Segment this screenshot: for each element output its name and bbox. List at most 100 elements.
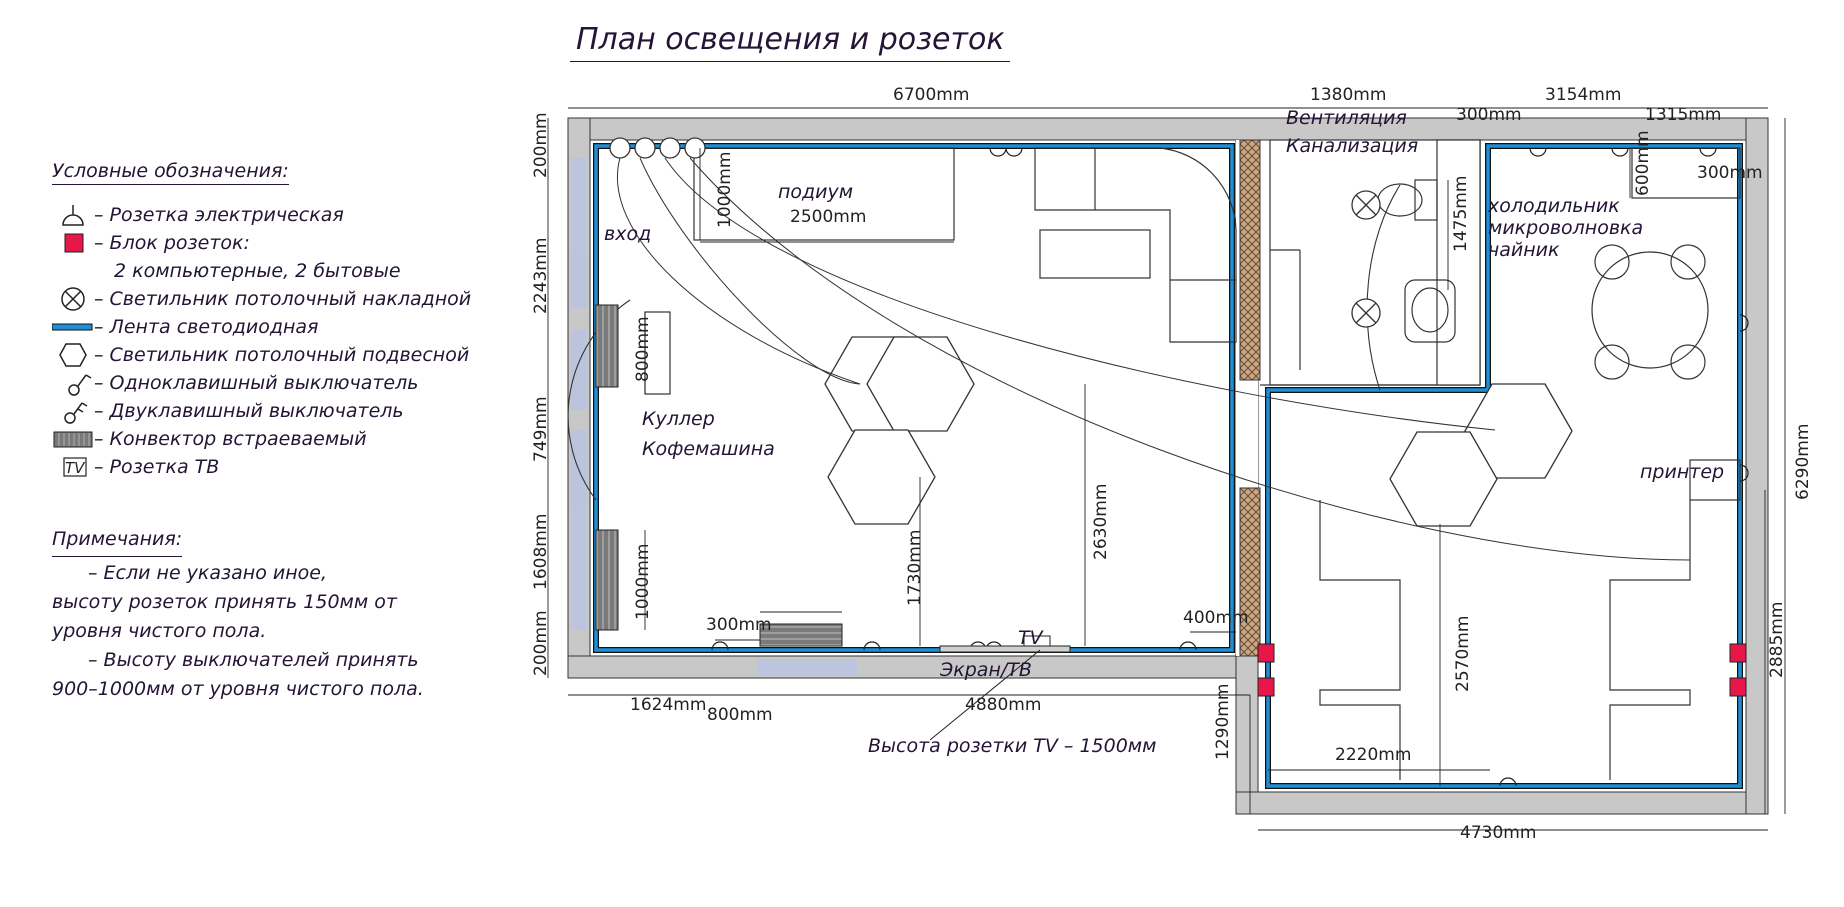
led-strip-icon bbox=[52, 323, 93, 331]
wall-top bbox=[567, 117, 1769, 141]
dimension-lines bbox=[547, 107, 1786, 831]
dim-label: 2570mm bbox=[1453, 616, 1473, 692]
legend-label: – Одноклавишный выключатель bbox=[94, 372, 419, 394]
legend-item-outlet-block-detail: 2 компьютерные, 2 бытовые bbox=[114, 260, 401, 282]
dimension-labels: 6700mm 1380mm 3154mm 300mm 1315mm 300mm … bbox=[531, 85, 1813, 843]
outlet-block-icon bbox=[64, 233, 84, 253]
convector-icon bbox=[53, 431, 93, 448]
window bbox=[571, 158, 587, 308]
dim-label: 1315mm bbox=[1645, 105, 1721, 125]
room-labels: подиум вход Куллер Кофемашина Вентиляция… bbox=[604, 107, 1724, 757]
legend-item-pendant-light: – Светильник потолочный подвесной bbox=[52, 341, 472, 369]
tv-outlet-icon: TV bbox=[63, 457, 87, 477]
legend-label: – Двуклавишный выключатель bbox=[94, 400, 404, 422]
screen bbox=[939, 645, 1071, 653]
note-line: высоту розеток принять 150мм от bbox=[52, 591, 397, 613]
notes-title: Примечания: bbox=[52, 525, 183, 557]
desk bbox=[1609, 500, 1691, 780]
notes: Примечания: – Если не указано иное, высо… bbox=[52, 525, 472, 704]
legend: Условные обозначения: – Розетка электрич… bbox=[52, 160, 472, 481]
legend-label: – Лента светодиодная bbox=[94, 316, 319, 338]
convector bbox=[759, 623, 843, 647]
label-kettle: чайник bbox=[1488, 239, 1560, 261]
pendant-lights bbox=[824, 336, 1573, 527]
dim-label: 4730mm bbox=[1460, 823, 1536, 843]
label-cooler: Куллер bbox=[642, 408, 715, 430]
label-sewer: Канализация bbox=[1286, 135, 1418, 157]
dim-label: 2630mm bbox=[1091, 484, 1111, 560]
window bbox=[757, 659, 857, 675]
dim-label: 300mm bbox=[706, 615, 772, 635]
dim-label: 6290mm bbox=[1793, 424, 1813, 500]
dim-label: 1000mm bbox=[633, 544, 653, 620]
dim-label: 749mm bbox=[531, 396, 551, 462]
legend-label: – Розетка электрическая bbox=[94, 204, 344, 226]
legend-item-led: – Лента светодиодная bbox=[52, 313, 472, 341]
note-line: 900–1000мм от уровня чистого пола. bbox=[52, 678, 424, 700]
dim-label: 200mm bbox=[531, 112, 551, 178]
dining-table bbox=[1591, 244, 1709, 380]
note-line: – Высоту выключателей принять bbox=[88, 649, 419, 671]
dim-label: 6700mm bbox=[893, 85, 969, 105]
dim-label: 1290mm bbox=[1213, 684, 1233, 760]
furniture bbox=[644, 147, 1741, 780]
legend-label: – Светильник потолочный накладной bbox=[94, 288, 472, 310]
label-tv-height: Высота розетки ТV – 1500мм bbox=[868, 735, 1156, 757]
ceiling-light-surface-icon bbox=[1351, 190, 1381, 220]
convector bbox=[595, 304, 619, 388]
outlet-block-icon bbox=[1257, 677, 1275, 697]
coffee-table bbox=[1039, 229, 1151, 279]
label-printer: принтер bbox=[1640, 461, 1724, 483]
dim-label: 2243mm bbox=[531, 238, 551, 314]
electrical-outlet-icon bbox=[62, 205, 84, 226]
ceiling-light-surface-icon bbox=[61, 287, 85, 311]
sink bbox=[1404, 279, 1456, 343]
window bbox=[571, 330, 587, 410]
legend-item-outlet: – Розетка электрическая bbox=[52, 201, 472, 229]
pendant-light bbox=[827, 429, 936, 525]
label-entrance: вход bbox=[604, 223, 651, 245]
dim-label: 4880mm bbox=[965, 695, 1041, 715]
label-fridge: холодильник bbox=[1487, 195, 1620, 217]
legend-item-outlet-block: – Блок розеток: bbox=[52, 229, 472, 257]
outlet-block-icon bbox=[1257, 643, 1275, 663]
printer-desk bbox=[1689, 459, 1741, 501]
sofa bbox=[1034, 147, 1237, 343]
ceiling-light-surface-icon bbox=[1351, 298, 1381, 328]
page-title: План освещения и розеток bbox=[570, 22, 1011, 62]
wall-step bbox=[1235, 655, 1259, 815]
wall-bottom-right bbox=[1235, 791, 1769, 815]
wiring bbox=[617, 157, 1691, 561]
outlet-blocks bbox=[1257, 643, 1747, 697]
svg-text:TV: TV bbox=[65, 459, 86, 477]
surface-lights bbox=[609, 137, 1381, 328]
convector bbox=[595, 529, 619, 631]
window bbox=[571, 430, 587, 630]
dim-label: 800mm bbox=[633, 316, 653, 382]
legend-label: – Блок розеток: bbox=[94, 232, 250, 254]
bathroom-walls bbox=[1260, 139, 1481, 386]
kitchen-counter bbox=[1631, 147, 1741, 199]
dim-label: 200mm bbox=[531, 610, 551, 676]
label-ventilation: Вентиляция bbox=[1286, 107, 1407, 129]
single-switch-icon bbox=[68, 374, 92, 396]
dim-label: 2885mm bbox=[1767, 602, 1787, 678]
label-tv: ТV bbox=[1018, 627, 1045, 649]
legend-label: – Розетка ТВ bbox=[94, 456, 220, 478]
legend-title: Условные обозначения: bbox=[52, 160, 289, 185]
dim-label: 1730mm bbox=[905, 530, 925, 606]
ceiling-light-pendant-icon bbox=[59, 343, 87, 367]
label-screen-tv: Экран/ТВ bbox=[939, 659, 1032, 681]
desk bbox=[1319, 500, 1401, 780]
dim-label: 1380mm bbox=[1310, 85, 1386, 105]
wall-bottom-left bbox=[567, 655, 1259, 679]
double-switch-icon bbox=[64, 402, 88, 424]
dim-label: 800mm bbox=[707, 705, 773, 725]
note-line: уровня чистого пола. bbox=[52, 620, 267, 642]
legend-label: – Светильник потолочный подвесной bbox=[94, 344, 470, 366]
legend-label: – Конвектор встраеваемый bbox=[94, 428, 367, 450]
dim-label: 1000mm bbox=[715, 152, 735, 228]
outlet-block-icon bbox=[1729, 677, 1747, 697]
legend-item-double-switch: – Двуклавишный выключатель bbox=[52, 397, 472, 425]
